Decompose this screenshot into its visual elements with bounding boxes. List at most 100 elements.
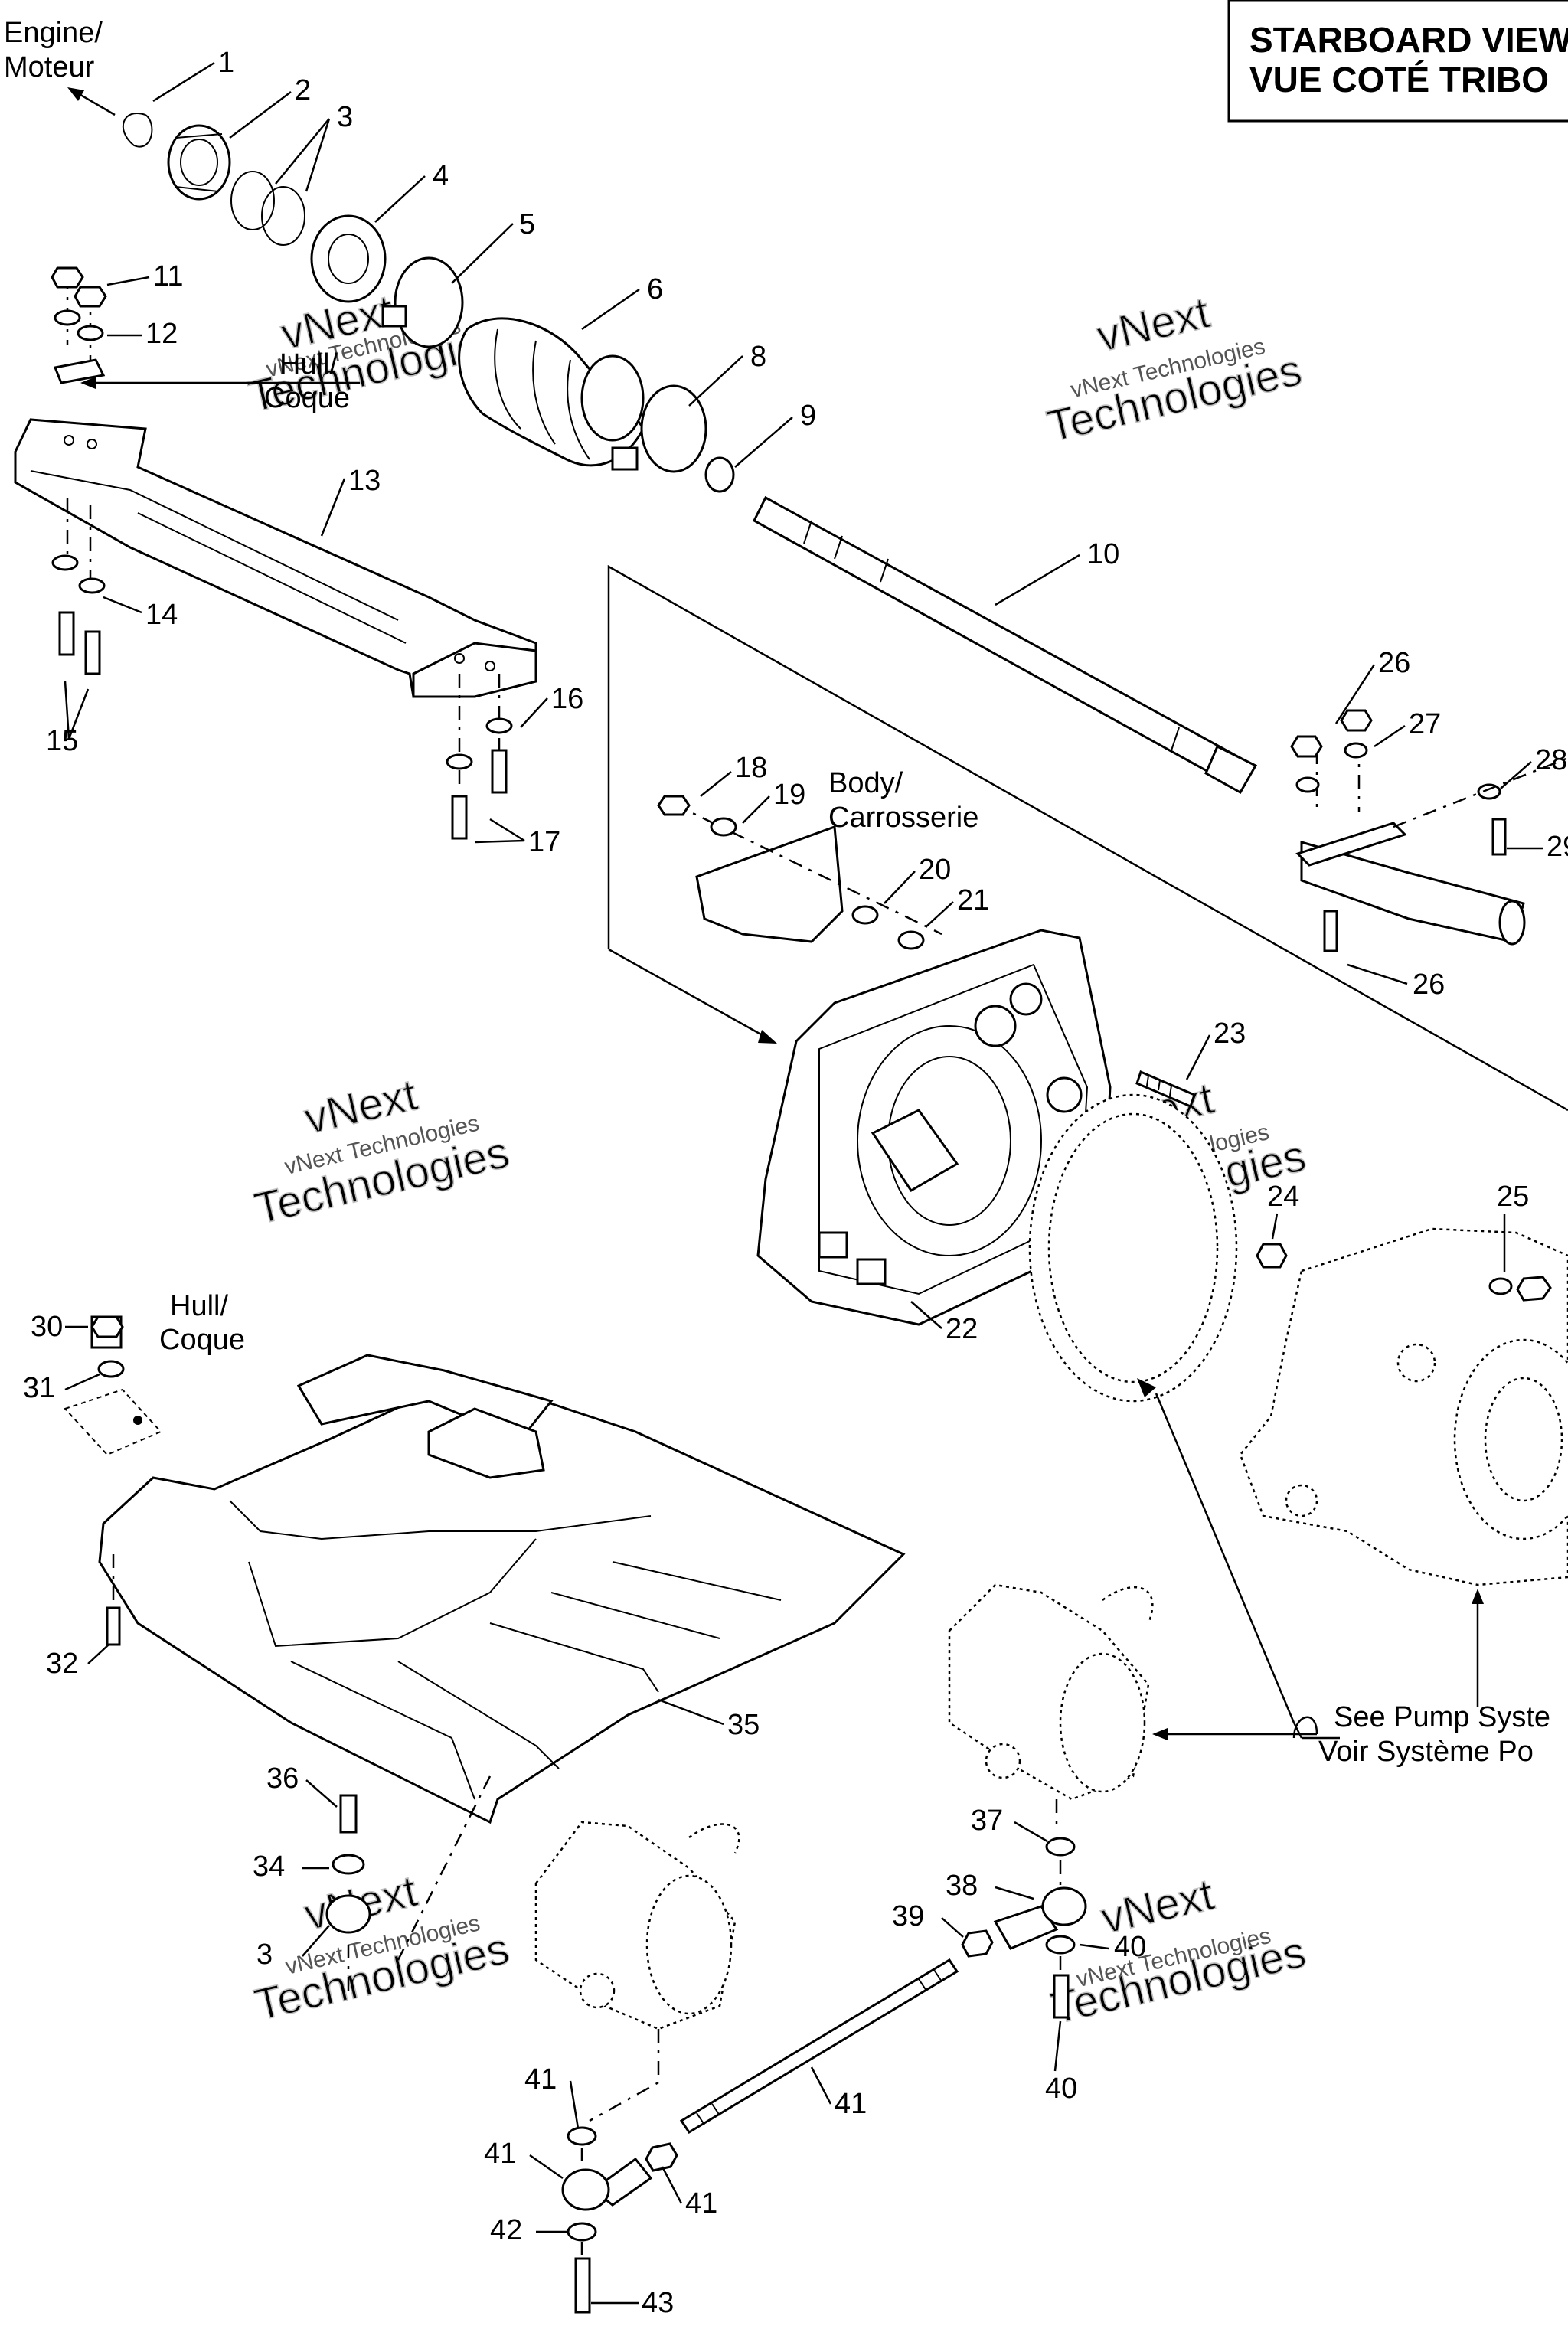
nozzle-phantom-lower [534,1821,740,2122]
ball-joint-upper [961,1837,1087,2019]
o-rings-29 [230,171,305,246]
pump-label-line1: See Pump Syste [1334,1701,1550,1733]
engine-label: Engine/ Moteur [4,17,103,83]
callout-9: 24 [1267,1181,1299,1213]
title-line-2: VUE COTÉ TRIBO [1250,60,1549,100]
callout-36: 27 [1409,708,1441,740]
callout-32: 26 [1413,969,1445,1001]
callouts: 1 2 3 4 5 6 8 9 10 11 12 13 14 15 16 17 … [23,47,1568,2319]
body-panel [657,795,942,950]
hull-label-top-line2: Coque [264,382,350,414]
callout-19: 16 [551,683,583,715]
callout-14: 3 [256,1939,273,1971]
callout-40b: 43 [642,2287,674,2319]
seal-carrier-30 [167,124,231,201]
callout-13: 31 [23,1372,55,1404]
callout-26a: 5 [519,208,535,240]
tube-32 [1295,822,1526,952]
body-label-line2: Carrosserie [828,802,978,834]
callout-34: 28 [1535,744,1567,776]
callout-30: 2 [295,74,311,106]
callout-3b: 29 [1547,831,1568,863]
callout-15: 36 [266,1762,299,1795]
engine-label-line1: Engine/ [4,17,103,49]
ride-plate-10 [98,1354,906,1824]
hull-label-top-line1: Hull/ [279,348,338,381]
hardware-bracket-right [446,674,513,840]
callout-35: 26 [1378,647,1410,679]
callout-17: 13 [348,465,381,497]
watermark-mid-left: vNext Technologies vNext Technologies [250,1069,514,1234]
pump-body-phantom [1239,1227,1568,1586]
hull-label-left-line1: Hull/ [170,1290,228,1322]
clamp-26-upper [381,256,464,348]
callout-43: 39 [892,1900,924,1932]
callout-11: 32 [46,1648,78,1680]
support-bracket-17 [14,418,537,698]
callout-10: 35 [727,1709,760,1741]
hull-label-left: Hull/ Coque [159,1290,245,1356]
boot-27 [458,317,645,467]
seal-28 [310,214,387,303]
callout-29: 3 [337,101,353,133]
callout-12: 30 [31,1311,63,1343]
callout-1: 22 [946,1313,978,1345]
nozzle-phantom-upper [948,1583,1154,1830]
callout-26b: 8 [750,341,766,373]
hardware-35-36 [1290,709,1568,856]
clamp-26-lower [611,384,707,473]
retaining-ring-31 [122,113,153,148]
callout-41d: 42 [490,2214,522,2246]
hardware-15-16-14 [325,1775,492,1991]
stud-2 [1135,1070,1196,1109]
callout-2: 23 [1214,1018,1246,1050]
callout-42: 38 [946,1870,978,1902]
watermark-top-right: vNext Technologies vNext Technologies [1042,287,1307,452]
callout-39: 41 [685,2187,717,2220]
callout-18: 17 [528,826,560,858]
callout-38: 41 [484,2138,516,2170]
gasket-ring [1028,1093,1238,1403]
steering-rod-37 [679,1958,959,2135]
callout-4: 19 [773,779,805,811]
drive-coupling-group [67,87,735,493]
callout-37: 41 [835,2088,867,2120]
hardware-top-left [51,266,107,675]
callout-8: 25 [1497,1181,1529,1213]
pump-reference-label: See Pump Syste Voir Système Po [1318,1701,1550,1768]
screw-11 [106,1554,121,1646]
callout-3a: 18 [735,752,767,784]
title-box: STARBOARD VIEW VUE COTÉ TRIBO [1227,0,1568,122]
hull-plate-hardware [64,1315,162,1456]
callout-5: 20 [919,854,951,886]
callout-41c: 41 [524,2063,557,2096]
engine-arrowhead [67,87,84,101]
callout-41a: 37 [971,1805,1003,1837]
callout-41b: 40 [1114,1931,1146,1963]
nut-9 [1256,1243,1288,1269]
hull-label-top: Hull/ Coque [264,348,350,414]
callout-24: 10 [1087,538,1119,570]
callout-16: 34 [253,1851,285,1883]
callout-20: 15 [46,725,78,757]
callout-25: 9 [800,400,816,432]
callout-23: 12 [145,318,178,350]
pump-housing-1 [756,929,1112,1326]
cone-frame-outline [607,564,1568,1112]
pump-label-line2: Voir Système Po [1318,1736,1534,1768]
hull-label-left-line2: Coque [159,1324,245,1356]
bushing-25 [704,456,735,493]
callout-27: 6 [647,273,663,305]
leader-lines [80,377,1484,1740]
ball-joint-lower [561,2126,678,2314]
body-label-line1: Body/ [828,767,903,799]
title-line-1: STARBOARD VIEW [1250,20,1568,60]
callout-28: 4 [433,160,449,192]
body-label: Body/ Carrosserie [828,767,978,834]
drive-shaft-24 [753,495,1258,795]
callout-22: 11 [153,260,183,292]
callout-31: 1 [218,47,234,79]
washer-nut-8 [1488,1276,1552,1302]
callout-ticks [64,61,1543,2305]
